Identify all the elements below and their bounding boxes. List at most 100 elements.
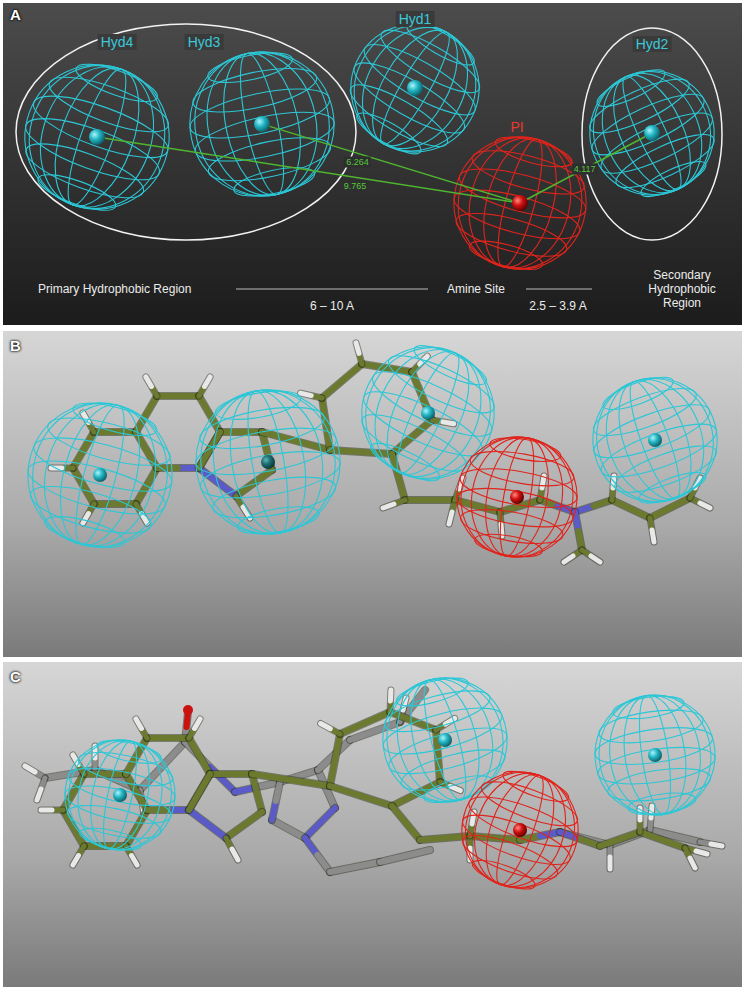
- line-art: [627, 789, 698, 818]
- line-art: [590, 366, 720, 514]
- site-label: Amine Site: [447, 282, 505, 296]
- line-art: [593, 721, 715, 770]
- line-art: [189, 774, 210, 810]
- line-art: [37, 789, 41, 800]
- line-art: [410, 338, 491, 392]
- line-art: [436, 718, 455, 730]
- line-art: [392, 806, 406, 823]
- line-art: [361, 796, 392, 806]
- line-art: [105, 138, 512, 202]
- line-art: [20, 133, 149, 208]
- line-art: [65, 799, 164, 845]
- line-art: [652, 530, 654, 542]
- line-art: [527, 137, 645, 200]
- line-art: [199, 432, 220, 468]
- line-art: [189, 792, 200, 810]
- line-art: [29, 391, 171, 558]
- line-art: [352, 106, 426, 160]
- line-art: [457, 461, 580, 514]
- line-art: [205, 129, 334, 189]
- line-art: [22, 51, 173, 223]
- feature-label: Hyd1: [396, 11, 435, 27]
- line-art: [365, 360, 499, 448]
- wire-sphere: [439, 122, 601, 284]
- line-art: [610, 125, 720, 198]
- line-art: [210, 770, 252, 778]
- line-art: [41, 807, 63, 814]
- distance-line: [270, 126, 513, 200]
- feature-center: [254, 116, 270, 132]
- line-art: [270, 126, 513, 200]
- line-art: [468, 142, 588, 203]
- feature-label: Hyd3: [185, 34, 224, 50]
- wire-sphere: [185, 379, 352, 546]
- line-art: [305, 838, 318, 855]
- wire-sphere: [587, 687, 723, 823]
- line-art: [675, 836, 700, 842]
- line-art: [83, 514, 89, 524]
- feature-center: [113, 788, 127, 802]
- wire-sphere: [55, 730, 185, 860]
- line-art: [394, 672, 471, 711]
- line-art: [330, 786, 392, 806]
- line-art: [5, 45, 190, 230]
- line-art: [356, 343, 362, 364]
- wire-sphere: [328, 1, 503, 176]
- line-art: [195, 719, 201, 729]
- feature-center: [421, 406, 435, 420]
- line-art: [252, 774, 330, 786]
- line-art: [594, 102, 719, 185]
- line-art: [458, 503, 565, 550]
- line-art: [420, 838, 445, 840]
- line-art: [301, 393, 312, 395]
- sphere-mesh: [190, 52, 334, 196]
- line-art: [570, 51, 735, 216]
- line-art: [236, 496, 250, 518]
- wire-sphere: [177, 39, 348, 210]
- feature-center: [648, 433, 662, 447]
- line-art: [574, 52, 731, 213]
- line-art: [380, 850, 430, 862]
- line-art: [585, 83, 711, 166]
- line-art: [45, 774, 70, 778]
- line-art: [685, 848, 695, 868]
- line-art: [449, 512, 452, 524]
- feature-center: [644, 125, 660, 141]
- line-art: [132, 856, 138, 866]
- line-art: [591, 556, 600, 562]
- line-art: [381, 682, 494, 740]
- line-art: [321, 724, 340, 734]
- region-ellipse: [16, 24, 356, 240]
- wire-sphere: [12, 387, 188, 563]
- line-art: [147, 734, 189, 742]
- line-art: [244, 812, 262, 825]
- line-art: [600, 839, 620, 846]
- region-ellipse: [582, 28, 722, 240]
- line-art: [220, 428, 262, 436]
- line-art: [350, 731, 375, 740]
- line-art: [560, 832, 600, 846]
- feature-center: [438, 733, 452, 747]
- panel-letter: A: [10, 6, 21, 24]
- line-art: [343, 75, 455, 157]
- line-art: [610, 437, 721, 502]
- line-art: [189, 774, 210, 810]
- line-art: [469, 855, 538, 895]
- line-art: [382, 345, 501, 423]
- line-art: [591, 688, 718, 822]
- molecule-sticks: [25, 690, 722, 872]
- line-art: [136, 719, 147, 738]
- line-art: [240, 388, 296, 535]
- line-art: [700, 503, 710, 508]
- line-art: [73, 846, 84, 865]
- line-art: [272, 820, 305, 838]
- line-art: [405, 497, 430, 503]
- line-art: [588, 394, 715, 468]
- sphere-mesh: [454, 137, 586, 269]
- line-art: [464, 787, 583, 856]
- line-art: [320, 808, 335, 823]
- line-art: [356, 343, 359, 354]
- line-art: [690, 858, 695, 868]
- line-art: [458, 827, 562, 888]
- line-art: [75, 746, 175, 792]
